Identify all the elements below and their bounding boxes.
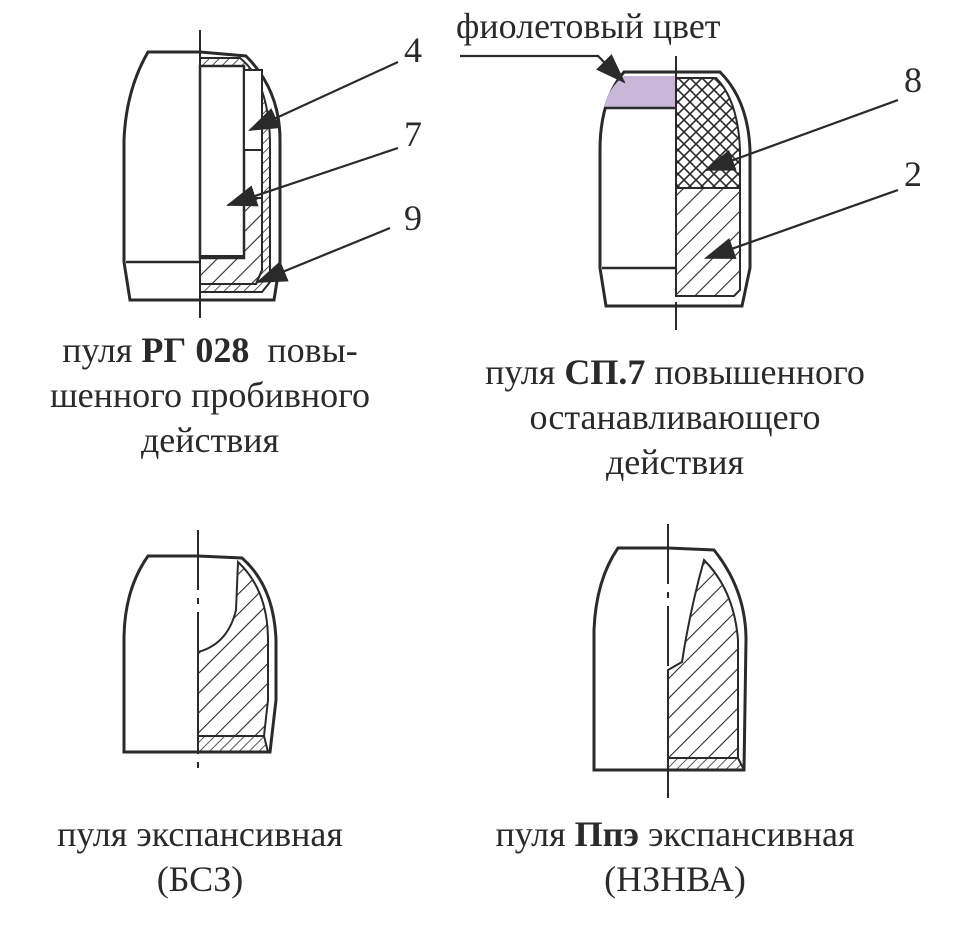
bullet-rg028-core-tip [243,69,263,151]
bullet-ppe [592,546,748,772]
caption-ppe: пуля Ппэ экспансивная (НЗНВА) [495,814,855,899]
callout-7-label: 7 [404,114,422,154]
bullet-ppe-core [667,558,739,759]
bullet-sp7-plastic-core [675,77,741,189]
callout-2-leader [703,188,899,260]
bullet-bsz [122,554,278,754]
bullet-bsz-core [197,559,269,737]
bullet-sp7-violet-tip [604,76,676,108]
callout-4-leader [248,61,399,131]
callout-8-label: 8 [904,60,922,100]
caption-rg028-model: РГ 028 [141,330,250,370]
callout-9-label: 9 [404,198,422,238]
caption-sp7-model: СП.7 [564,352,646,392]
bullet-rg028 [122,50,282,302]
callout-4-label: 4 [404,30,422,70]
callout-2-label: 2 [904,154,922,194]
bullet-rg028-core [198,64,246,260]
callout-7-leader [225,146,399,207]
bullet-rg028-lead [199,197,263,285]
caption-sp7: пуля СП.7 повышенного останавливающего д… [485,352,865,482]
bullet-ppe-base-jacket [667,757,746,771]
bullet-bsz-base-jacket [197,735,270,753]
bullet-sp7-lead-core [675,187,741,297]
caption-ppe-model: Ппэ [574,814,639,854]
caption-bsz: пуля экспансивная (БСЗ) [57,814,343,899]
bullet-bsz-outline [122,554,278,754]
callout-violet-label: фиолетовый цвет [456,6,721,46]
callout-8-leader [703,98,899,172]
caption-rg028: пуля РГ 028 повы- шенного пробивного дей… [49,330,371,460]
callout-9-leader [255,226,391,284]
bullet-rg028-outline [122,50,282,302]
callout-violet-leader [460,53,626,84]
